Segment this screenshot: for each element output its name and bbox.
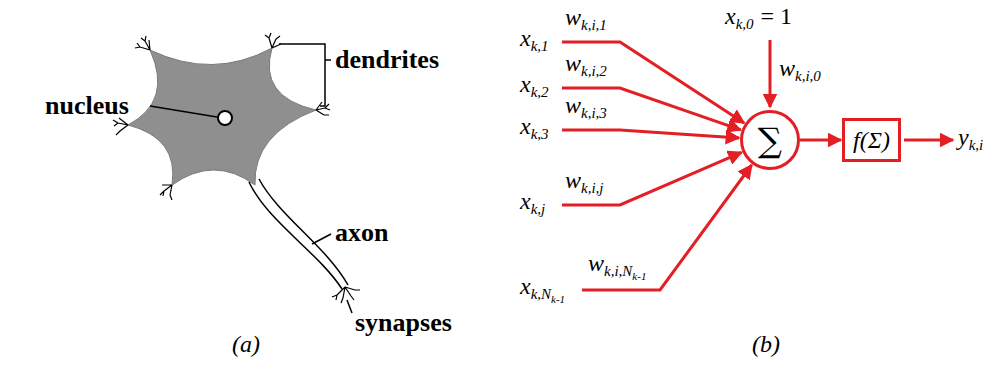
- math-symbol: yk,i: [958, 124, 983, 155]
- variable-symbol: w: [779, 55, 795, 81]
- math-symbol: xk,0 = 1: [725, 3, 792, 34]
- part-label: nucleus: [45, 91, 129, 121]
- circle-outline: [742, 112, 799, 169]
- subscript: k-1: [632, 270, 646, 282]
- variable-symbol: x: [520, 25, 531, 51]
- part-label: dendrites: [335, 45, 439, 75]
- variable-symbol: x: [725, 3, 736, 29]
- subscript: k,1: [531, 38, 549, 54]
- math-symbol: wk,i,2: [565, 50, 607, 81]
- dendrite-tufts: [113, 33, 330, 200]
- leader-lines: [150, 44, 352, 313]
- input-lines: [562, 40, 953, 290]
- synapse-tufts: [332, 287, 360, 303]
- signal-arrow: [800, 139, 841, 142]
- variable-symbol: w: [565, 50, 581, 76]
- axon-fibre: [249, 179, 348, 289]
- math-symbol: wk,i,j: [565, 167, 604, 198]
- variable-symbol: x: [520, 188, 531, 214]
- subscript: k,i,j: [581, 180, 604, 196]
- variable-symbol: y: [958, 124, 969, 150]
- math-symbol: wk,i,0: [779, 55, 821, 86]
- variable-symbol: w: [565, 167, 581, 193]
- variable-symbol: w: [565, 4, 581, 30]
- panel-label: (a): [232, 329, 260, 359]
- subscript: k,i,N: [604, 263, 632, 279]
- function-label: f(Σ): [853, 125, 890, 155]
- subscript: k,N: [531, 286, 551, 302]
- subscript: k,0: [736, 16, 754, 32]
- math-symbol: xk,1: [520, 25, 549, 56]
- math-symbol: xk,Nk-1: [520, 273, 565, 305]
- variable-symbol: w: [565, 92, 581, 118]
- part-label: axon: [335, 218, 388, 248]
- math-symbol: wk,i,3: [565, 92, 607, 123]
- variable-symbol: w: [588, 250, 604, 276]
- panel-label: (b): [752, 329, 780, 359]
- subscript: k,3: [531, 126, 549, 142]
- summation-circle: ∑: [740, 110, 800, 170]
- math-symbol: xk,2: [520, 71, 549, 102]
- nucleus-circle: [218, 111, 232, 125]
- subscript: k-1: [551, 293, 565, 305]
- subscript: k,i,0: [795, 68, 821, 84]
- neuron-body: [128, 48, 316, 185]
- subscript: k,i,3: [581, 105, 607, 121]
- subscript: k,2: [531, 84, 549, 100]
- variable-symbol: x: [520, 113, 531, 139]
- equation-text: = 1: [761, 3, 793, 29]
- subscript: k,i,1: [581, 17, 607, 33]
- variable-symbol: x: [520, 71, 531, 97]
- subscript: k,j: [531, 201, 546, 217]
- subscript: k,i: [969, 137, 984, 153]
- math-symbol: wk,i,Nk-1: [588, 250, 646, 282]
- part-label: synapses: [355, 308, 452, 338]
- variable-symbol: x: [520, 273, 531, 299]
- subscript: k,i,2: [581, 63, 607, 79]
- math-symbol: xk,3: [520, 113, 549, 144]
- math-symbol: wk,i,1: [565, 4, 607, 35]
- activation-box: f(Σ): [842, 118, 901, 162]
- math-symbol: xk,j: [520, 188, 545, 219]
- summation-symbol: ∑: [758, 123, 782, 157]
